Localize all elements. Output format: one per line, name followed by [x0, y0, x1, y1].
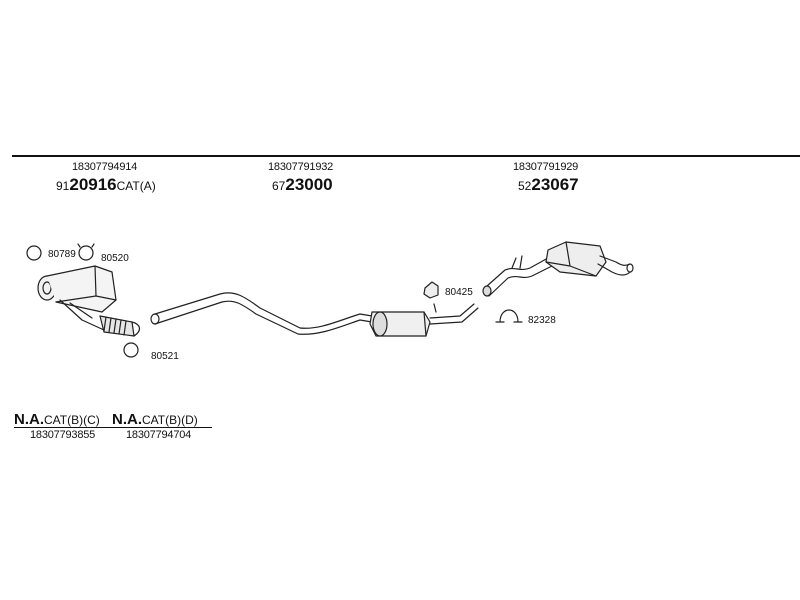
seal-ring-80789 — [26, 245, 42, 261]
na-suffix-2: CAT(B)(D) — [142, 413, 198, 427]
top-divider — [12, 155, 800, 157]
seal-ring-80521 — [123, 342, 139, 358]
clamp-82328 — [495, 309, 523, 323]
code-prefix-1: 91 — [56, 179, 70, 193]
link-pipe — [429, 303, 479, 325]
callout-80521: 80521 — [151, 351, 179, 362]
code-main-2: 23000 — [285, 175, 333, 194]
na-code-1: N.A. — [14, 411, 44, 428]
part-number-1: 18307794914 — [72, 161, 138, 173]
catalog-code-3: 5223067 — [518, 175, 579, 195]
na-code-2: N.A. — [112, 411, 142, 428]
na-suffix-1: CAT(B)(C) — [44, 413, 100, 427]
code-suffix-1: CAT(A) — [116, 179, 156, 193]
callout-80425: 80425 — [445, 287, 473, 298]
na-part-number-1: 18307793855 — [30, 429, 96, 441]
na-part-number-2: 18307794704 — [126, 429, 192, 441]
callout-80520: 80520 — [101, 253, 129, 264]
code-main-1: 20916 — [69, 175, 117, 194]
na-divider — [14, 427, 212, 428]
code-main-3: 23067 — [531, 175, 579, 194]
catalytic-converter — [37, 265, 117, 331]
tail-pipe — [597, 255, 634, 276]
catalog-code-2: 6723000 — [272, 175, 333, 195]
rear-pipe — [482, 255, 553, 297]
code-prefix-3: 52 — [518, 179, 532, 193]
centre-muffler — [369, 311, 431, 337]
catalog-code-1: 9120916CAT(A) — [56, 175, 156, 195]
rear-muffler — [545, 241, 607, 277]
callout-82328: 82328 — [528, 315, 556, 326]
na-item-1: N.A.CAT(B)(C) — [14, 411, 100, 428]
na-item-2: N.A.CAT(B)(D) — [112, 411, 198, 428]
part-number-3: 18307791929 — [513, 161, 579, 173]
flex-pipe — [99, 315, 141, 337]
seal-ring-80520 — [78, 245, 94, 261]
part-number-2: 18307791932 — [268, 161, 334, 173]
middle-pipe — [150, 292, 373, 335]
code-prefix-2: 67 — [272, 179, 286, 193]
callout-80789: 80789 — [48, 249, 76, 260]
rubber-mount-80425 — [423, 281, 439, 299]
